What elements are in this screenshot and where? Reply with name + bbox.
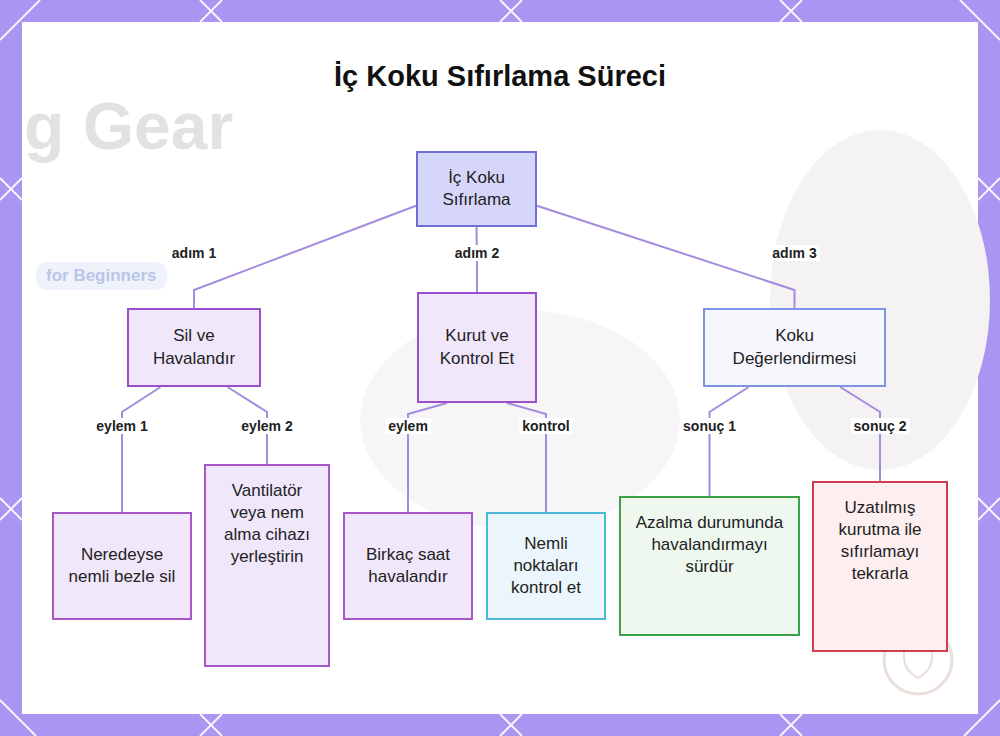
node-text: Vantilatör veya nem alma cihazı yerleşti… [216, 480, 318, 568]
watermark-text: for Beginners [36, 262, 167, 290]
node-text: Nemli noktaları kontrol et [498, 533, 594, 599]
process-box: Neredeyse nemli bezle sil [52, 512, 192, 620]
process-box: Azalma durumunda havalandırmayı sürdür [619, 496, 800, 636]
edge-label: eylem 1 [93, 418, 150, 434]
node-text: Uzatılmış kurutma ile sıfırlamayı tekrar… [824, 497, 936, 585]
edge-label: sonuç 1 [680, 418, 739, 434]
edge-label: adım 2 [452, 245, 502, 261]
process-box: Birkaç saat havalandır [343, 512, 473, 620]
process-box: Vantilatör veya nem alma cihazı yerleşti… [204, 464, 330, 667]
node-text: Birkaç saat havalandır [355, 544, 461, 588]
edge-label: adım 3 [769, 245, 819, 261]
process-box: Uzatılmış kurutma ile sıfırlamayı tekrar… [812, 481, 948, 652]
connector-line [194, 206, 416, 308]
process-box: Kurut ve Kontrol Et [417, 292, 537, 403]
edge-label: eylem 2 [238, 418, 295, 434]
edge-label: sonuç 2 [851, 418, 910, 434]
edge-label: kontrol [519, 418, 572, 434]
process-box: İç Koku Sıfırlama [416, 151, 537, 227]
node-text: Azalma durumunda havalandırmayı sürdür [631, 512, 788, 578]
process-box: Nemli noktaları kontrol et [486, 512, 606, 620]
connector-line [537, 206, 795, 308]
connector-line [710, 387, 749, 496]
node-text: Sil ve Havalandır [139, 325, 249, 369]
process-box: Sil ve Havalandır [127, 308, 261, 387]
node-text: İç Koku Sıfırlama [428, 167, 525, 211]
node-text: Koku Değerlendirmesi [715, 325, 874, 369]
connector-line [122, 387, 161, 512]
node-text: Neredeyse nemli bezle sil [64, 544, 180, 588]
edge-label: eylem [385, 418, 431, 434]
edge-label: adım 1 [169, 245, 219, 261]
diagram-title: İç Koku Sıfırlama Süreci [0, 60, 1000, 93]
process-box: Koku Değerlendirmesi [703, 308, 886, 387]
node-text: Kurut ve Kontrol Et [429, 325, 525, 369]
watermark-text: g Gear [24, 88, 233, 164]
connector-line [840, 387, 880, 481]
